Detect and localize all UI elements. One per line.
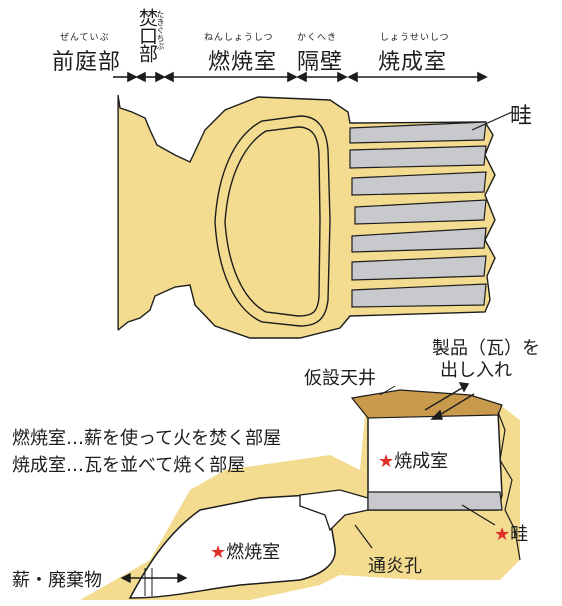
ridge-leader-line (471, 111, 513, 131)
partition-section-label: 隔壁 (297, 50, 344, 75)
front-section-label: 前庭部 (52, 50, 122, 75)
bottom-ridge (367, 491, 503, 511)
ceiling-leader-line (379, 385, 396, 396)
star-icon: ★ (210, 542, 227, 563)
flue-label: 通炎孔 (368, 556, 422, 577)
firing-section-ruby: しょうせいしつ (380, 33, 450, 43)
flue-leader-line (354, 524, 373, 549)
combustion-section-label: 燃焼室 (208, 50, 278, 75)
temporary-ceiling-label: 仮設天井 (304, 368, 376, 389)
section-dimension-arrows (113, 71, 488, 83)
combustion-chamber-wall-outer (214, 115, 331, 327)
ridge-label: 畦 (510, 104, 534, 129)
bottom-ridge-label: ★畦 (494, 524, 529, 545)
star-icon: ★ (494, 524, 511, 545)
front-section-ruby: ぜんていぶ (60, 33, 110, 43)
partition-section-ruby: かくへき (297, 33, 338, 43)
combustion-chamber-cavity (128, 494, 336, 599)
bottom-ridge-leader-line (461, 504, 496, 526)
fuel-label: 薪・廃棄物 (12, 570, 102, 591)
firing-section-label: 焼成室 (378, 50, 448, 75)
flue-passage (299, 489, 369, 532)
product-label-line2: 出し入れ (440, 360, 512, 381)
product-label-line1: 製品（瓦）を (432, 338, 540, 359)
firebox-section-ruby: たきぐちぶ (156, 10, 165, 50)
legend-firing: 焼成室…瓦を並べて焼く部屋 (12, 455, 246, 476)
firebox-section-label: 焚口部 (136, 8, 158, 62)
fuel-arrow (120, 568, 188, 596)
firing-room-label: ★焼成室 (378, 451, 449, 472)
star-icon: ★ (378, 451, 395, 472)
legend-combustion: 燃焼室…薪を使って火を焚く部屋 (12, 428, 282, 449)
ridges (349, 121, 487, 308)
temporary-ceiling (350, 389, 503, 419)
combustion-section-ruby: ねんしょうしつ (204, 33, 274, 43)
combustion-room-label: ★燃焼室 (210, 542, 281, 563)
combustion-chamber-wall-inner (224, 126, 321, 317)
product-arrows (424, 382, 475, 420)
